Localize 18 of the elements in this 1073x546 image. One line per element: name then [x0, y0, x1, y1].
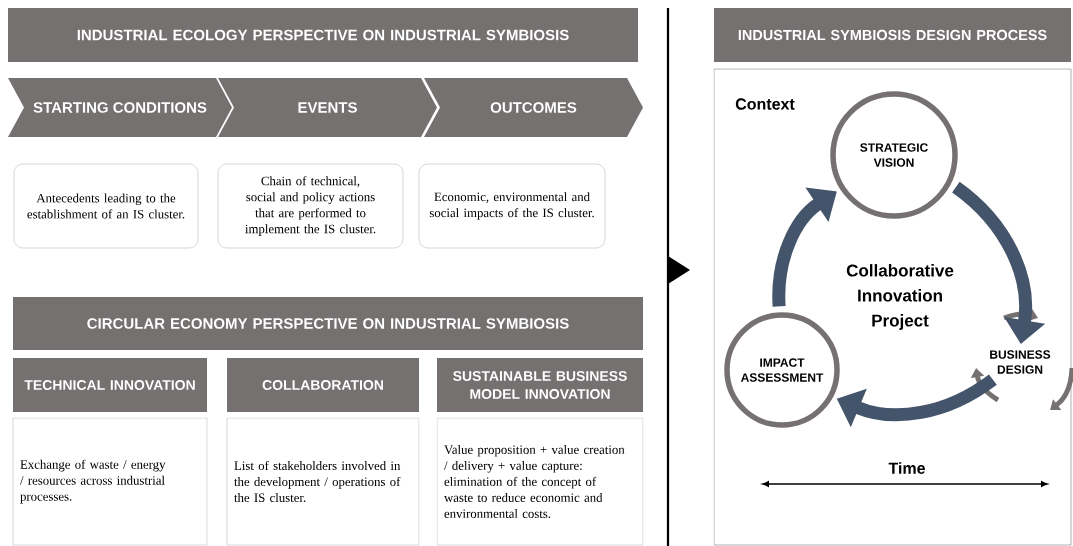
header-band: INDUSTRIAL ECOLOGY PERSPECTIVE ON INDUSTRIAL SYMBIOSIS — [8, 8, 638, 62]
header-band: INDUSTRIAL SYMBIOSIS DESIGN PROCESS — [714, 8, 1071, 62]
header-band: SUSTAINABLE BUSINESS MODEL INNOVATION — [437, 358, 643, 412]
header-band: COLLABORATION — [227, 358, 419, 412]
header-band: CIRCULAR ECONOMY PERSPECTIVE ON INDUSTRIAL SYMBIOSIS — [13, 297, 643, 350]
text-box: Value proposition + value creation / delivery + value capture: elimination of the concept of waste to reduce economic and environmental costs. — [436, 417, 644, 546]
rounded-box: Antecedents leading to the establishment of an IS cluster. — [13, 163, 199, 249]
node-label: STARTING CONDITIONS — [33, 102, 207, 113]
stage-label: BUSINESS DESIGN — [990, 350, 1051, 374]
text-box: Exchange of waste / energy / resources across industrial processes. — [12, 417, 208, 546]
rounded-box: Economic, environmental and social impacts of the IS cluster. — [418, 163, 606, 249]
center-label: Collaborative Innovation Project — [846, 264, 954, 330]
axis-label: Time — [888, 462, 925, 474]
text-box: List of stakeholders involved in the development / operations of the IS cluster. — [226, 417, 420, 546]
node-label: EVENTS — [298, 102, 357, 113]
node-label: OUTCOMES — [490, 102, 577, 113]
header-band: TECHNICAL INNOVATION — [13, 358, 207, 412]
rounded-box: Chain of technical, social and policy actions that are performed to implement the IS cluster. — [217, 163, 404, 249]
